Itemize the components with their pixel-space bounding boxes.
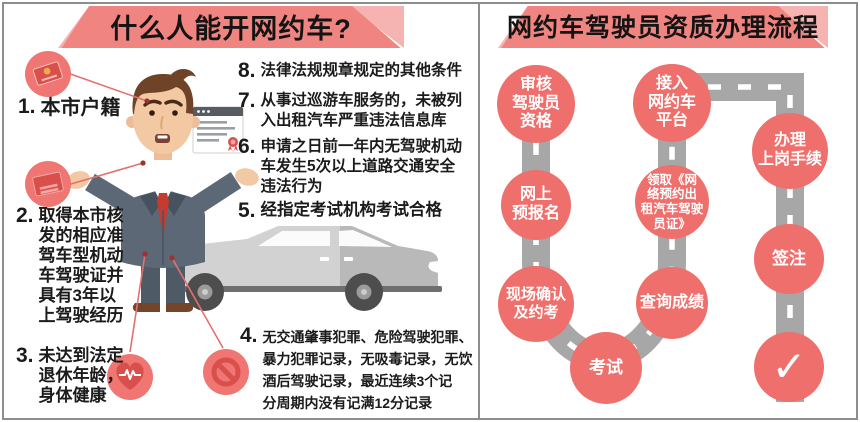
panel-divider — [478, 4, 480, 418]
item-number: 6. — [238, 135, 256, 158]
step-join-platform: 接入 网约车 平台 — [633, 64, 711, 142]
item-number: 2. — [16, 204, 34, 227]
step-onsite-confirmation: 现场确认 及约考 — [498, 266, 574, 342]
no-record-prohibition-icon — [203, 349, 249, 395]
hair — [132, 74, 194, 114]
car-illustration — [176, 226, 442, 311]
item-text: 申请之日前一年内无驾驶机动 车发生5次以上道路交通安全 违法行为 — [260, 138, 463, 195]
item-text: 未达到法定 退休年龄， 身体健康 — [38, 346, 124, 405]
requirement-item-8: 8. 法律法规规章规定的其他条件 — [238, 59, 463, 82]
requirement-item-4: 4. 无交通肇事犯罪、危险驾驶犯罪、 暴力犯罪记录，无吸毒记录，无饮 酒后驾驶记… — [240, 324, 473, 414]
requirement-item-2: 2. 取得本市核 发的相应准 驾车型机动 车驾驶证并 具有3年以 上驾驶经历 — [16, 204, 124, 326]
step-review-driver-qualification: 审核 驾驶员 资格 — [497, 65, 575, 143]
health-heart-icon — [107, 354, 153, 400]
step-endorsement: 签注 — [754, 224, 824, 294]
left-panel-title-banner: 什么人能开网约车? — [58, 6, 404, 48]
requirement-item-1: 1. 本市户籍 — [18, 95, 121, 119]
connector-lines — [61, 70, 224, 353]
left-shoe — [132, 303, 160, 312]
item-text: 取得本市核 发的相应准 驾车型机动 车驾驶证并 具有3年以 上驾驶经历 — [38, 206, 124, 325]
ribbon-body — [501, 6, 825, 48]
item-text: 无交通肇事犯罪、危险驾驶犯罪、 暴力犯罪记录，无吸毒记录，无饮 酒后驾驶记录，最… — [262, 329, 473, 411]
step-complete-checkmark-icon: ✓ — [754, 332, 824, 402]
requirement-item-5: 5. 经指定考试机构考试合格 — [238, 199, 443, 222]
right-panel-title-banner: 网约车驾驶员资质办理流程 — [498, 6, 828, 48]
requirement-item-7: 7. 从事过巡游车服务的，未被列 入出租汽车严重违法信息库 — [238, 89, 463, 131]
item-number: 8. — [238, 59, 256, 82]
item-number: 5. — [238, 199, 256, 222]
step-check-results: 查询成绩 — [636, 267, 708, 339]
step-receive-certificate: 领取《网 络预约出 租汽车驾驶 员证》 — [635, 165, 709, 239]
connector-dots — [140, 98, 175, 261]
item-text: 法律法规规章规定的其他条件 — [260, 62, 463, 79]
item-text: 经指定考试机构考试合格 — [260, 201, 443, 219]
item-number: 1. — [18, 95, 36, 118]
right-shoe — [166, 303, 194, 312]
step-onboarding-procedures: 办理 上岗手续 — [752, 113, 828, 189]
item-number: 3. — [16, 344, 34, 367]
certificate-document-icon — [192, 106, 244, 154]
right-panel-title: 网约车驾驶员资质办理流程 — [506, 14, 819, 42]
ribbon-body — [61, 6, 401, 48]
step-online-preregistration: 网上 预报名 — [501, 170, 571, 240]
item-number: 7. — [238, 89, 256, 112]
left-panel-title: 什么人能开网约车? — [110, 13, 352, 44]
item-text: 本市户籍 — [40, 97, 121, 119]
item-number: 4. — [240, 324, 258, 347]
requirement-item-3: 3. 未达到法定 退休年龄， 身体健康 — [16, 344, 124, 406]
driver-license-icon — [25, 161, 71, 207]
right-hand — [235, 168, 259, 186]
step-exam: 考试 — [570, 332, 642, 404]
item-text: 从事过巡游车服务的，未被列 入出租汽车严重违法信息库 — [260, 92, 463, 129]
hukou-booklet-icon — [25, 51, 71, 97]
requirement-item-6: 6. 申请之日前一年内无驾驶机动 车发生5次以上道路交通安全 违法行为 — [238, 135, 463, 197]
